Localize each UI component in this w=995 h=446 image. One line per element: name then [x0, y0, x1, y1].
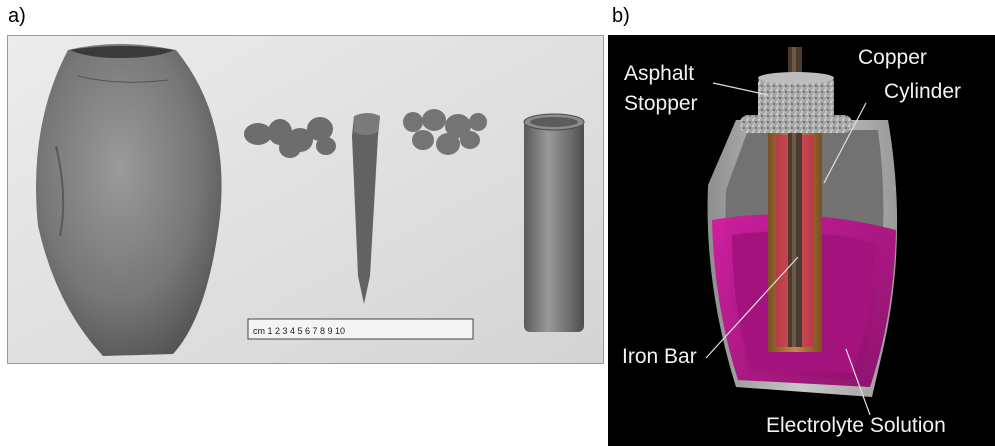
callout-electrolyte: Electrolyte Solution	[766, 414, 946, 438]
callout-iron-bar: Iron Bar	[622, 345, 697, 369]
ruler-scale-text: cm 1 2 3 4 5 6 7 8 9 10	[253, 326, 345, 336]
battery-diagram: Asphalt Stopper Copper Cylinder Iron Bar…	[608, 35, 995, 446]
measurement-ruler: cm 1 2 3 4 5 6 7 8 9 10	[248, 319, 473, 339]
artifact-photograph: cm 1 2 3 4 5 6 7 8 9 10	[7, 35, 604, 364]
callout-copper-line2: Cylinder	[884, 80, 961, 104]
panel-label-a: a)	[8, 6, 26, 26]
panel-label-b: b)	[612, 6, 630, 26]
callout-copper-line1: Copper	[858, 46, 927, 70]
callout-asphalt-line1: Asphalt	[624, 62, 694, 86]
copper-cylinder-artifact	[524, 114, 584, 332]
asphalt-stopper	[740, 72, 852, 133]
callout-asphalt-line2: Stopper	[624, 92, 698, 116]
